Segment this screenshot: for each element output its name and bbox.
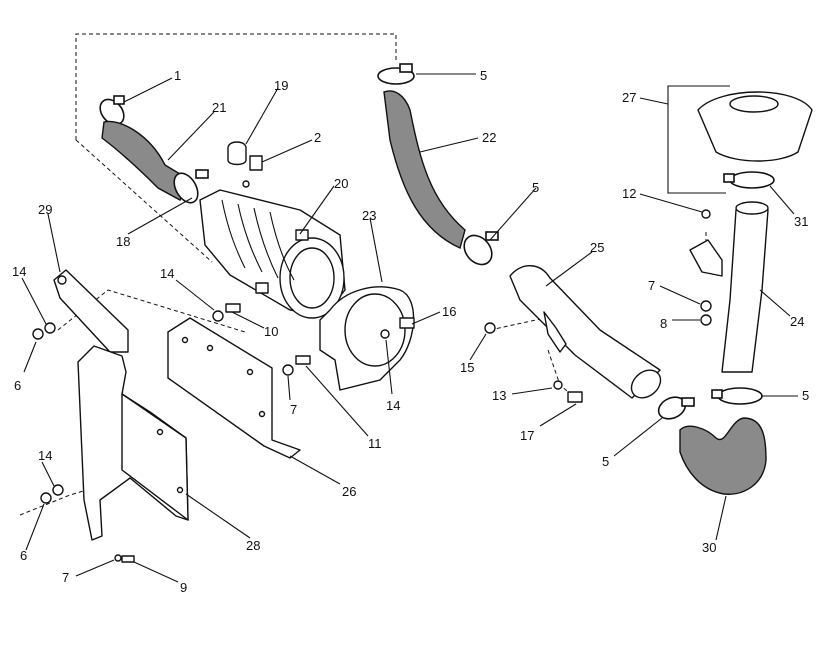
part27-frame [667, 85, 730, 194]
assembly-line-mid [489, 317, 546, 331]
callout-7-c: 7 [648, 278, 655, 293]
part-5-clamp-a [377, 63, 415, 85]
callout-21: 21 [212, 100, 226, 115]
callout-25: 25 [590, 240, 604, 255]
part-5-clamp-b [463, 231, 499, 266]
callout-11: 11 [368, 436, 382, 451]
callout-1: 1 [174, 68, 181, 83]
callout-15: 15 [460, 360, 474, 375]
part-5-clamp-c [657, 396, 695, 420]
callout-17: 17 [520, 428, 534, 443]
callout-16: 16 [442, 304, 456, 319]
callout-14-a: 14 [12, 264, 26, 279]
callout-27: 27 [622, 90, 636, 105]
part-30-elbow-hose [679, 417, 767, 495]
callout-19: 19 [274, 78, 288, 93]
hardware-right [700, 209, 712, 326]
callout-26: 26 [342, 484, 356, 499]
part-27-precleaner-cap [697, 91, 813, 162]
callout-28: 28 [246, 538, 260, 553]
part-29-bracket [53, 269, 129, 353]
part-20-air-cleaner [199, 189, 346, 319]
part-22-hose [383, 90, 466, 249]
callout-13: 13 [492, 388, 506, 403]
callout-5-d: 5 [802, 388, 809, 403]
callout-14-c: 14 [386, 398, 400, 413]
callout-22: 22 [482, 130, 496, 145]
hardware-left [32, 303, 311, 563]
callout-14-d: 14 [38, 448, 52, 463]
callout-12: 12 [622, 186, 636, 201]
part-24-pipe [689, 201, 769, 373]
part-19-cap [227, 141, 247, 166]
callout-20: 20 [334, 176, 348, 191]
callout-labels: 1 19 21 2 20 18 29 14 6 14 10 23 16 7 14… [12, 68, 809, 595]
part-5-clamp-d [711, 387, 763, 405]
callout-31: 31 [794, 214, 808, 229]
callout-5-b: 5 [532, 180, 539, 195]
callout-23: 23 [362, 208, 376, 223]
assembly-line-top [75, 33, 397, 140]
callout-5-a: 5 [480, 68, 487, 83]
assembly-line-diag [75, 139, 213, 263]
part-26-mounting-plate [167, 317, 301, 459]
assembly-line-left-2 [19, 479, 121, 516]
callout-5-c: 5 [602, 454, 609, 469]
part-1-hose-clamp [99, 95, 125, 126]
callout-14-b: 14 [160, 266, 174, 281]
callout-10: 10 [264, 324, 278, 339]
part-31-clamp [723, 171, 775, 189]
part-18-hose-clamp [173, 169, 209, 204]
leader-lines [21, 73, 798, 583]
callout-7-a: 7 [290, 402, 297, 417]
callout-7-b: 7 [62, 570, 69, 585]
callout-30: 30 [702, 540, 716, 555]
part-28-plate [77, 345, 189, 541]
callout-24: 24 [790, 314, 804, 329]
hardware-mid [484, 322, 583, 403]
callout-9: 9 [180, 580, 187, 595]
callout-6-a: 6 [14, 378, 21, 393]
part-23-bracket [319, 286, 415, 391]
callout-2: 2 [314, 130, 321, 145]
callout-29: 29 [38, 202, 52, 217]
callout-18: 18 [116, 234, 130, 249]
part-25-intake-tube [509, 265, 662, 399]
part-2-valve [242, 155, 263, 188]
callout-8: 8 [660, 316, 667, 331]
callout-6-b: 6 [20, 548, 27, 563]
assembly-line-left-1 [57, 289, 246, 333]
